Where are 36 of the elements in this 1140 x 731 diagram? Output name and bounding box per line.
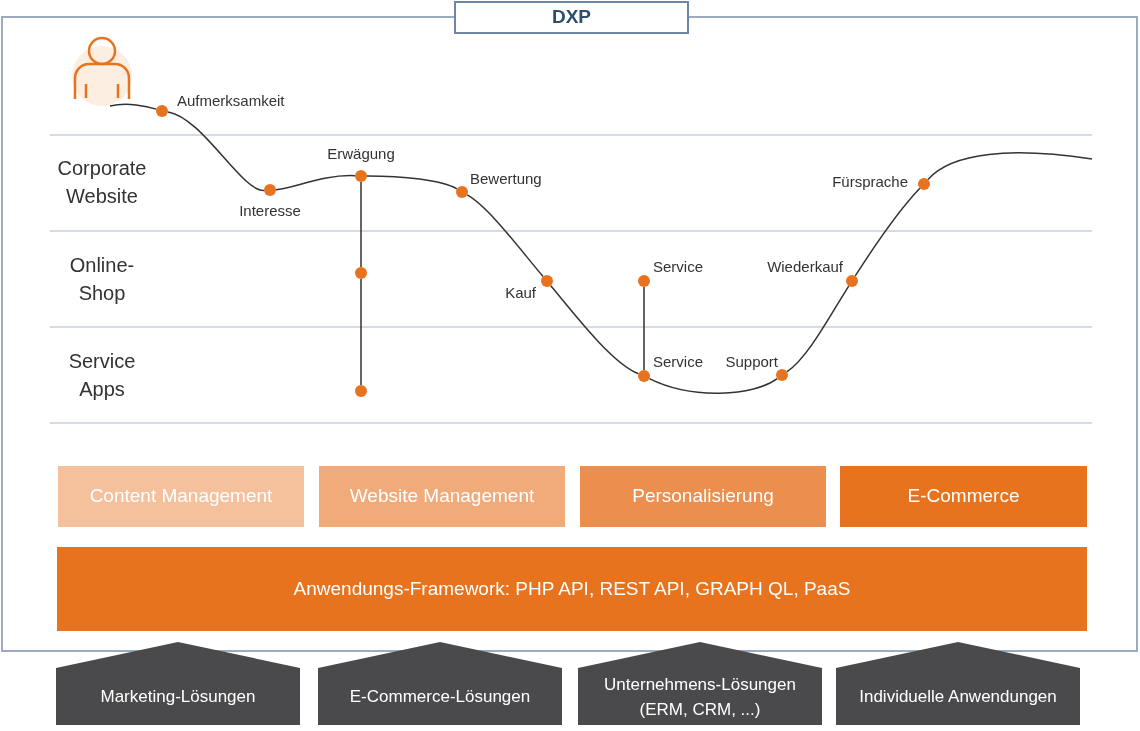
touchpoint-label: Service xyxy=(653,258,704,276)
channel-label: Corporate Website xyxy=(56,156,148,209)
module-bar: E-Commerce xyxy=(840,466,1087,527)
journey-line xyxy=(360,278,362,386)
solution-pentagon: Individuelle Anwendungen xyxy=(836,642,1080,725)
module-bar: Content Management xyxy=(58,466,304,527)
solution-pentagon: Unternehmens-Lösungen (ERM, CRM, ...) xyxy=(578,642,822,725)
module-bar: Anwendungs-Framework: PHP API, REST API, GRAPH QL, PaaS xyxy=(57,547,1087,631)
touchpoint-label: Wiederkauf xyxy=(767,258,843,276)
touchpoint-label: Bewertung xyxy=(470,170,542,188)
journey-line xyxy=(786,285,850,373)
touchpoint-label: Fürsprache xyxy=(832,173,908,191)
touchpoint-label: Interesse xyxy=(239,202,301,220)
solution-pentagon: E-Commerce-Lösungen xyxy=(318,642,562,725)
module-bar: Personalisierung xyxy=(580,466,826,527)
touchpoint-label: Kauf xyxy=(505,284,536,302)
journey-line xyxy=(927,152,1093,181)
journey-line xyxy=(109,103,158,110)
journey-line xyxy=(167,111,265,192)
journey-line xyxy=(275,174,356,191)
journey-line xyxy=(643,286,645,371)
channel-label: Service Apps xyxy=(67,349,137,402)
touchpoint-label: Service xyxy=(653,353,704,371)
module-bar: Website Management xyxy=(319,466,565,527)
solution-pentagon: Marketing-Lösungen xyxy=(56,642,300,725)
channel-label: Online-Shop xyxy=(68,253,136,306)
journey-line xyxy=(648,377,778,394)
touchpoint-label: Aufmerksamkeit xyxy=(177,92,285,110)
journey-line xyxy=(466,194,544,278)
journey-line xyxy=(360,181,362,268)
touchpoint-label: Support xyxy=(725,353,778,371)
journey-line xyxy=(854,187,921,277)
touchpoint-label: Erwägung xyxy=(327,145,395,163)
journey-line xyxy=(366,175,458,190)
journey-line xyxy=(550,284,640,375)
title-tab: DXP xyxy=(454,1,689,34)
